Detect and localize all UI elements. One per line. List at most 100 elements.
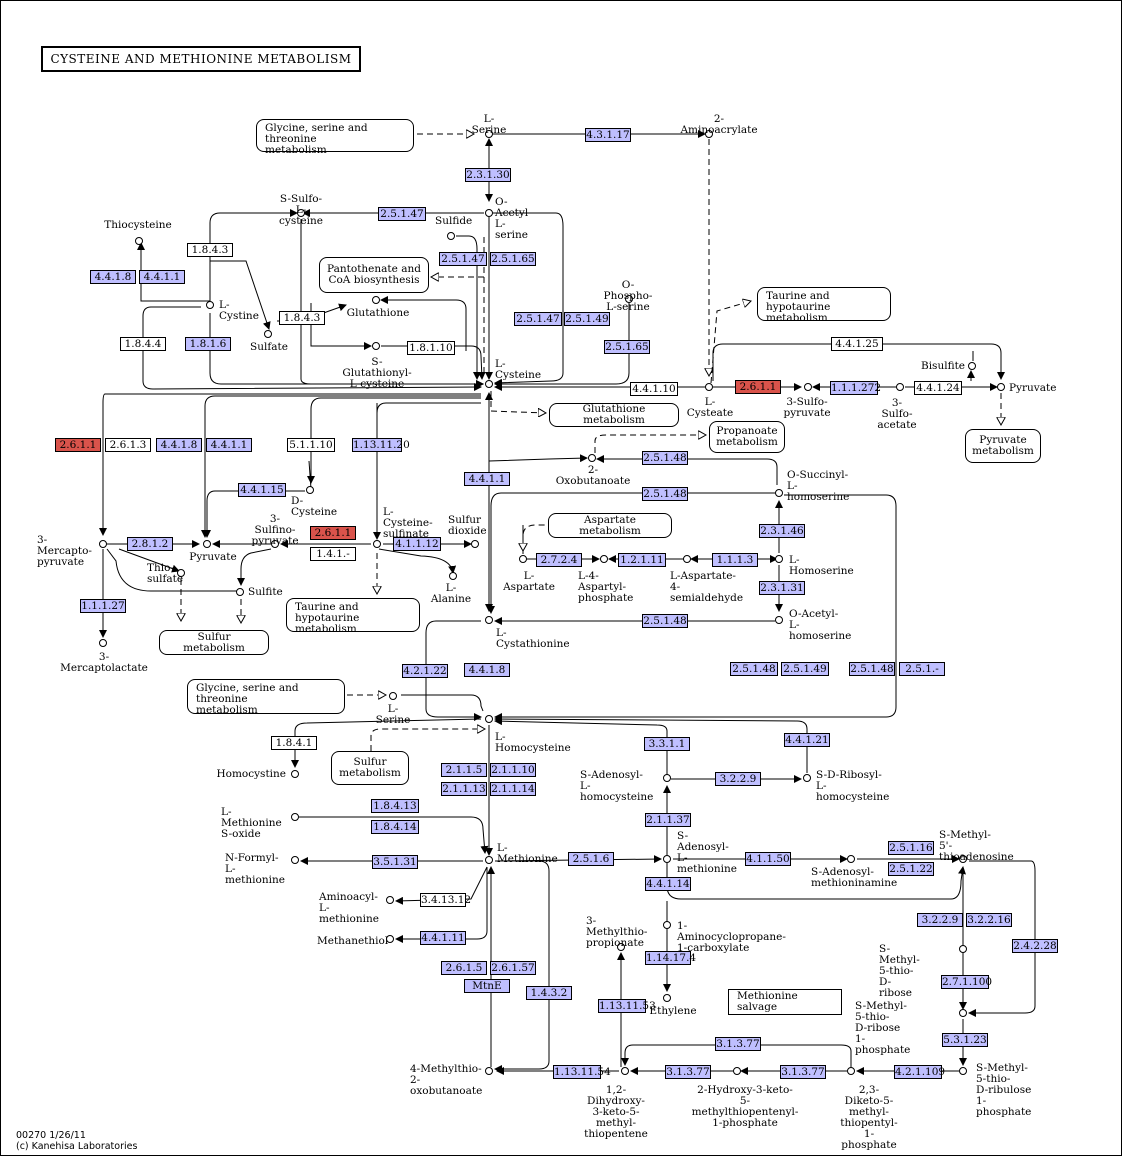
enzyme-2-5-1-65-b[interactable]: 2.5.1.65 <box>604 340 650 354</box>
map-link-pantothenate-coa[interactable]: Pantothenate and CoA biosynthesis <box>319 257 429 293</box>
enzyme-2-5-1-48-b[interactable]: 2.5.1.48 <box>642 487 688 501</box>
enzyme-4-2-1-22[interactable]: 4.2.1.22 <box>402 664 448 678</box>
enzyme-4-4-1-8-c[interactable]: 4.4.1.8 <box>464 663 510 677</box>
node-l-cystine[interactable] <box>206 301 214 309</box>
enzyme-4-4-1-1-a[interactable]: 4.4.1.1 <box>139 270 185 284</box>
map-link-taurine-hypotaurine-mid[interactable]: Taurine and hypotaurine metabolism <box>286 598 420 635</box>
node-2-oxobutanoate[interactable] <box>588 454 596 462</box>
node-l-methionine[interactable] <box>485 856 493 864</box>
enzyme-3-1-3-77-a[interactable]: 3.1.3.77 <box>715 1037 761 1051</box>
enzyme-2-5-1-47-c[interactable]: 2.5.1.47 <box>514 312 562 326</box>
enzyme-1-8-4-3-b[interactable]: 1.8.4.3 <box>279 311 325 325</box>
map-link-glycine-serine-threonine-top[interactable]: Glycine, serine and threonine metabolism <box>256 119 414 156</box>
node-3-mercaptolactate[interactable] <box>99 639 107 647</box>
enzyme-2-3-1-46[interactable]: 2.3.1.46 <box>759 524 805 538</box>
enzyme-1-13-11-54[interactable]: 1.13.11.54 <box>553 1065 611 1079</box>
enzyme-2-3-1-31[interactable]: 2.3.1.31 <box>759 581 805 595</box>
node-3-sulfopyruvate[interactable] <box>804 383 812 391</box>
enzyme-4-4-1-24[interactable]: 4.4.1.24 <box>914 381 962 395</box>
enzyme-1-8-4-13[interactable]: 1.8.4.13 <box>371 799 419 813</box>
enzyme-5-3-1-23[interactable]: 5.3.1.23 <box>942 1033 988 1047</box>
enzyme-3-2-2-9-b[interactable]: 3.2.2.9 <box>917 913 963 927</box>
node-aminoacyl-l-methionine[interactable] <box>386 896 394 904</box>
enzyme-2-1-1-37[interactable]: 2.1.1.37 <box>645 813 691 827</box>
map-link-glutathione-metabolism[interactable]: Glutathione metabolism <box>549 403 679 427</box>
node-l-homocysteine[interactable] <box>485 715 493 723</box>
node-pyruvate-left[interactable] <box>203 540 211 548</box>
enzyme-2-5-1-48-e[interactable]: 2.5.1.48 <box>849 662 895 676</box>
node-s-adenosyl-l-methionine[interactable] <box>663 855 671 863</box>
node-l-cysteine-sulfinate[interactable] <box>373 540 381 548</box>
enzyme-2-6-1-5[interactable]: 2.6.1.5 <box>441 961 487 975</box>
enzyme-3-5-1-31[interactable]: 3.5.1.31 <box>372 855 418 869</box>
enzyme-2-5-1-16[interactable]: 2.5.1.16 <box>888 841 934 855</box>
node-s-adenosyl-l-homocysteine[interactable] <box>663 774 671 782</box>
node-s-glutathionyl-l-cysteine[interactable] <box>372 342 380 350</box>
map-link-methionine-salvage[interactable]: Methionine salvage <box>728 989 842 1015</box>
enzyme-2-6-1-57[interactable]: 2.6.1.57 <box>490 961 536 975</box>
node-s-methyl-5-thio-d-ribose-1-phosphate[interactable] <box>959 1009 967 1017</box>
enzyme-5-1-1-10[interactable]: 5.1.1.10 <box>287 438 335 452</box>
node-ethylene[interactable] <box>663 994 671 1002</box>
enzyme-2-5-1-47-a[interactable]: 2.5.1.47 <box>378 207 426 221</box>
node-3-mercaptopyruvate[interactable] <box>99 540 107 548</box>
node-s-d-ribosyl-l-homocysteine[interactable] <box>803 774 811 782</box>
enzyme-4-4-1-21[interactable]: 4.4.1.21 <box>784 733 830 747</box>
node-o-phospho-l-serine[interactable] <box>625 295 633 303</box>
enzyme-3-3-1-1[interactable]: 3.3.1.1 <box>644 737 690 751</box>
enzyme-4-4-1-15[interactable]: 4.4.1.15 <box>238 483 286 497</box>
enzyme-1-1-1-3[interactable]: 1.1.1.3 <box>712 553 758 567</box>
node-s-methyl-5-thio-d-ribulose-1-phosphate[interactable] <box>959 1067 967 1075</box>
enzyme-2-6-1-1-a[interactable]: 2.6.1.1 <box>735 380 781 394</box>
enzyme-1-8-4-1[interactable]: 1.8.4.1 <box>271 736 317 750</box>
node-thiosulfate[interactable] <box>177 569 185 577</box>
enzyme-2-5-1-6[interactable]: 2.5.1.6 <box>568 852 614 866</box>
enzyme-3-2-2-9-a[interactable]: 3.2.2.9 <box>715 772 761 786</box>
enzyme-3-4-13-12[interactable]: 3.4.13.12 <box>420 893 472 907</box>
node-l-cystathionine[interactable] <box>485 616 493 624</box>
node-s-sulfo-l-cysteine[interactable] <box>297 209 305 217</box>
node-glutathione[interactable] <box>372 296 380 304</box>
node-o-acetyl-l-serine[interactable] <box>485 209 493 217</box>
enzyme-2-1-1-13[interactable]: 2.1.1.13 <box>441 782 487 796</box>
map-link-pyruvate-metabolism[interactable]: Pyruvate metabolism <box>965 429 1041 463</box>
enzyme-mtne[interactable]: MtnE <box>464 979 510 993</box>
enzyme-2-5-1-49-a[interactable]: 2.5.1.49 <box>564 312 610 326</box>
enzyme-2-1-1-14[interactable]: 2.1.1.14 <box>490 782 536 796</box>
enzyme-2-5-1-x[interactable]: 2.5.1.- <box>899 662 945 676</box>
enzyme-2-5-1-48-c[interactable]: 2.5.1.48 <box>642 614 688 628</box>
node-1-2-dihydroxy-3-keto-5-methylthiopentene[interactable] <box>621 1067 629 1075</box>
enzyme-1-8-4-14[interactable]: 1.8.4.14 <box>371 820 419 834</box>
enzyme-4-4-1-14[interactable]: 4.4.1.14 <box>645 877 691 891</box>
enzyme-2-6-1-1-c[interactable]: 2.6.1.1 <box>310 526 356 540</box>
node-sulfite[interactable] <box>236 588 244 596</box>
node-l-methionine-s-oxide[interactable] <box>291 813 299 821</box>
node-s-methyl-5-thio-d-ribose[interactable] <box>959 945 967 953</box>
node-2-3-diketo-5-methylthiopentyl-1-phosphate[interactable] <box>847 1067 855 1075</box>
node-sulfate[interactable] <box>264 330 272 338</box>
map-link-glycine-serine-threonine-mid[interactable]: Glycine, serine and threonine metabolism <box>187 679 345 716</box>
enzyme-2-6-1-1-b[interactable]: 2.6.1.1 <box>55 438 101 452</box>
enzyme-2-4-2-28[interactable]: 2.4.2.28 <box>1012 939 1058 953</box>
enzyme-2-5-1-22[interactable]: 2.5.1.22 <box>888 862 934 876</box>
node-thiocysteine[interactable] <box>135 237 143 245</box>
enzyme-1-13-11-20[interactable]: 1.13.11.20 <box>352 438 410 452</box>
node-methanethiol[interactable] <box>386 935 394 943</box>
enzyme-1-4-3-2[interactable]: 1.4.3.2 <box>526 986 572 1000</box>
enzyme-1-8-1-6[interactable]: 1.8.1.6 <box>185 337 231 351</box>
enzyme-4-4-1-8-b[interactable]: 4.4.1.8 <box>156 438 202 452</box>
enzyme-4-4-1-8-a[interactable]: 4.4.1.8 <box>90 270 136 284</box>
node-1-aminocyclopropane-1-carboxylate[interactable] <box>663 921 671 929</box>
enzyme-4-2-1-109[interactable]: 4.2.1.109 <box>894 1065 946 1079</box>
enzyme-1-1-1-272[interactable]: 1.1.1.272 <box>830 381 882 395</box>
node-2-hydroxy-3-keto-5-methylthiopentenyl-1-phosphate[interactable] <box>733 1067 741 1075</box>
enzyme-4-1-1-50[interactable]: 4.1.1.50 <box>745 852 791 866</box>
enzyme-1-14-17-4[interactable]: 1.14.17.4 <box>645 951 697 965</box>
enzyme-2-5-1-49-b[interactable]: 2.5.1.49 <box>781 662 829 676</box>
enzyme-2-5-1-48-d[interactable]: 2.5.1.48 <box>730 662 778 676</box>
node-2-aminoacrylate[interactable] <box>705 130 713 138</box>
map-link-propanoate[interactable]: Propanoate metabolism <box>709 421 785 453</box>
node-l-cysteine[interactable] <box>485 380 493 388</box>
node-s-adenosylmethioninamine[interactable] <box>847 855 855 863</box>
node-3-sulfoacetate[interactable] <box>896 383 904 391</box>
